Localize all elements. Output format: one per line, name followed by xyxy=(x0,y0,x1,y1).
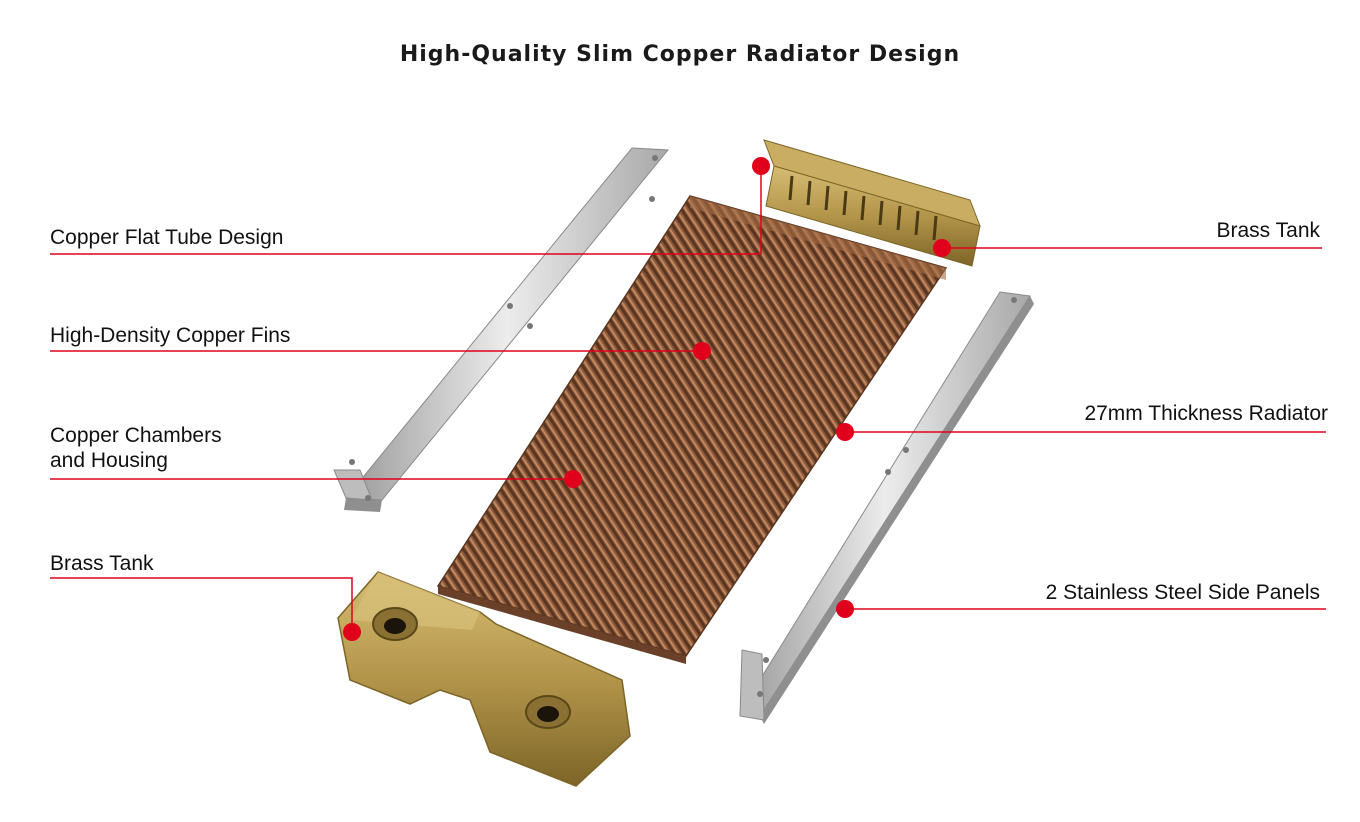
label-copper-chambers-line2: and Housing xyxy=(50,449,168,472)
callout-line-flat-tube xyxy=(50,166,762,255)
callout-dot-side-panels xyxy=(836,600,854,618)
label-brass-tank-left: Brass Tank xyxy=(50,552,154,575)
right-side-panel xyxy=(739,291,1034,724)
diagram-title: High-Quality Slim Copper Radiator Design xyxy=(399,42,961,67)
label-brass-tank-right: Brass Tank xyxy=(1216,219,1321,242)
label-copper-fins: High-Density Copper Fins xyxy=(50,324,291,347)
copper-fin-core xyxy=(436,195,948,664)
label-side-panels: 2 Stainless Steel Side Panels xyxy=(1045,581,1320,604)
top-brass-tank xyxy=(763,139,981,267)
callout-dot-thickness xyxy=(836,423,854,441)
label-thickness: 27mm Thickness Radiator xyxy=(1084,402,1328,425)
callout-dot-flat-tube xyxy=(752,157,770,175)
callout-line-brass-tank-left xyxy=(50,577,353,632)
callout-dot-fins xyxy=(693,342,711,360)
callout-dot-brass-tank-right xyxy=(933,239,951,257)
label-copper-chambers: Copper Chambers and Housing xyxy=(50,423,222,473)
bottom-brass-tank xyxy=(337,571,631,787)
label-copper-chambers-line1: Copper Chambers xyxy=(50,424,222,447)
left-side-panel xyxy=(333,147,670,512)
label-copper-flat-tube: Copper Flat Tube Design xyxy=(50,226,284,249)
callout-dot-chambers xyxy=(564,470,582,488)
callout-dot-brass-tank-left xyxy=(343,623,361,641)
